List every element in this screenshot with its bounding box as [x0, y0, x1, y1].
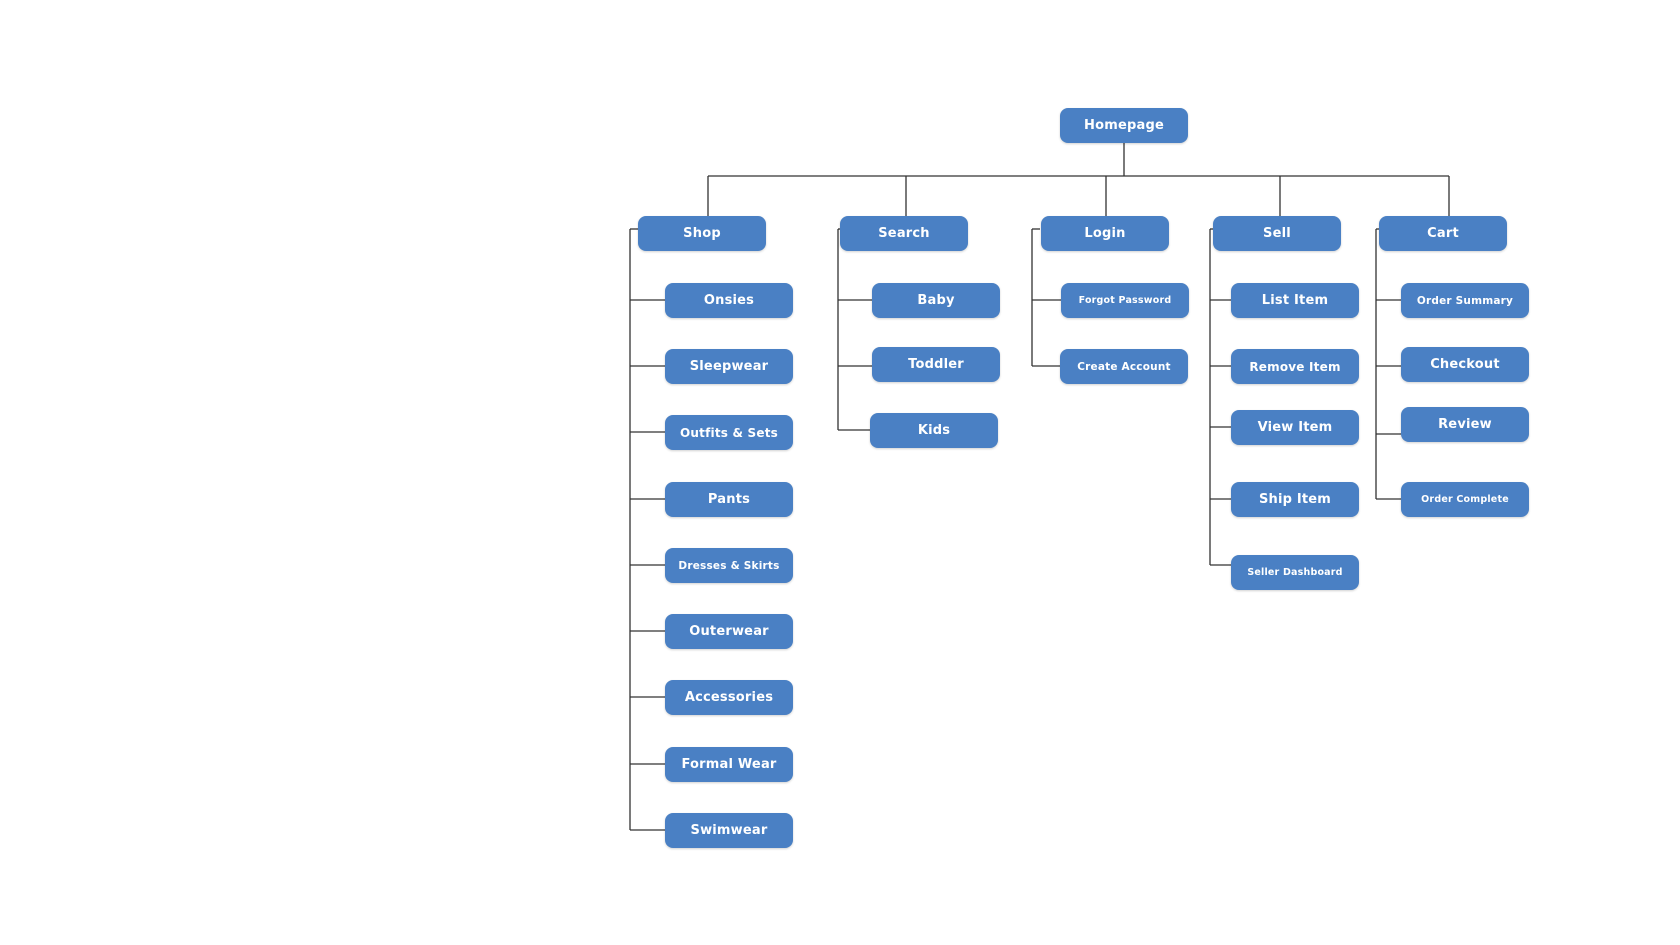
- node-pants[interactable]: Pants: [665, 482, 793, 517]
- node-forgot-password[interactable]: Forgot Password: [1061, 283, 1189, 318]
- node-onsies[interactable]: Onsies: [665, 283, 793, 318]
- node-formal-wear[interactable]: Formal Wear: [665, 747, 793, 782]
- node-sell[interactable]: Sell: [1213, 216, 1341, 251]
- node-order-complete[interactable]: Order Complete: [1401, 482, 1529, 517]
- node-checkout[interactable]: Checkout: [1401, 347, 1529, 382]
- node-outerwear[interactable]: Outerwear: [665, 614, 793, 649]
- node-login[interactable]: Login: [1041, 216, 1169, 251]
- node-toddler[interactable]: Toddler: [872, 347, 1000, 382]
- node-baby[interactable]: Baby: [872, 283, 1000, 318]
- node-accessories[interactable]: Accessories: [665, 680, 793, 715]
- node-ship-item[interactable]: Ship Item: [1231, 482, 1359, 517]
- node-shop[interactable]: Shop: [638, 216, 766, 251]
- node-seller-dashboard[interactable]: Seller Dashboard: [1231, 555, 1359, 590]
- node-kids[interactable]: Kids: [870, 413, 998, 448]
- node-outfits-sets[interactable]: Outfits & Sets: [665, 415, 793, 450]
- node-search[interactable]: Search: [840, 216, 968, 251]
- node-view-item[interactable]: View Item: [1231, 410, 1359, 445]
- node-remove-item[interactable]: Remove Item: [1231, 349, 1359, 384]
- node-dresses-skirts[interactable]: Dresses & Skirts: [665, 548, 793, 583]
- node-review[interactable]: Review: [1401, 407, 1529, 442]
- node-cart[interactable]: Cart: [1379, 216, 1507, 251]
- node-sleepwear[interactable]: Sleepwear: [665, 349, 793, 384]
- node-order-summary[interactable]: Order Summary: [1401, 283, 1529, 318]
- node-swimwear[interactable]: Swimwear: [665, 813, 793, 848]
- node-homepage[interactable]: Homepage: [1060, 108, 1188, 143]
- node-create-account[interactable]: Create Account: [1060, 349, 1188, 384]
- node-list-item[interactable]: List Item: [1231, 283, 1359, 318]
